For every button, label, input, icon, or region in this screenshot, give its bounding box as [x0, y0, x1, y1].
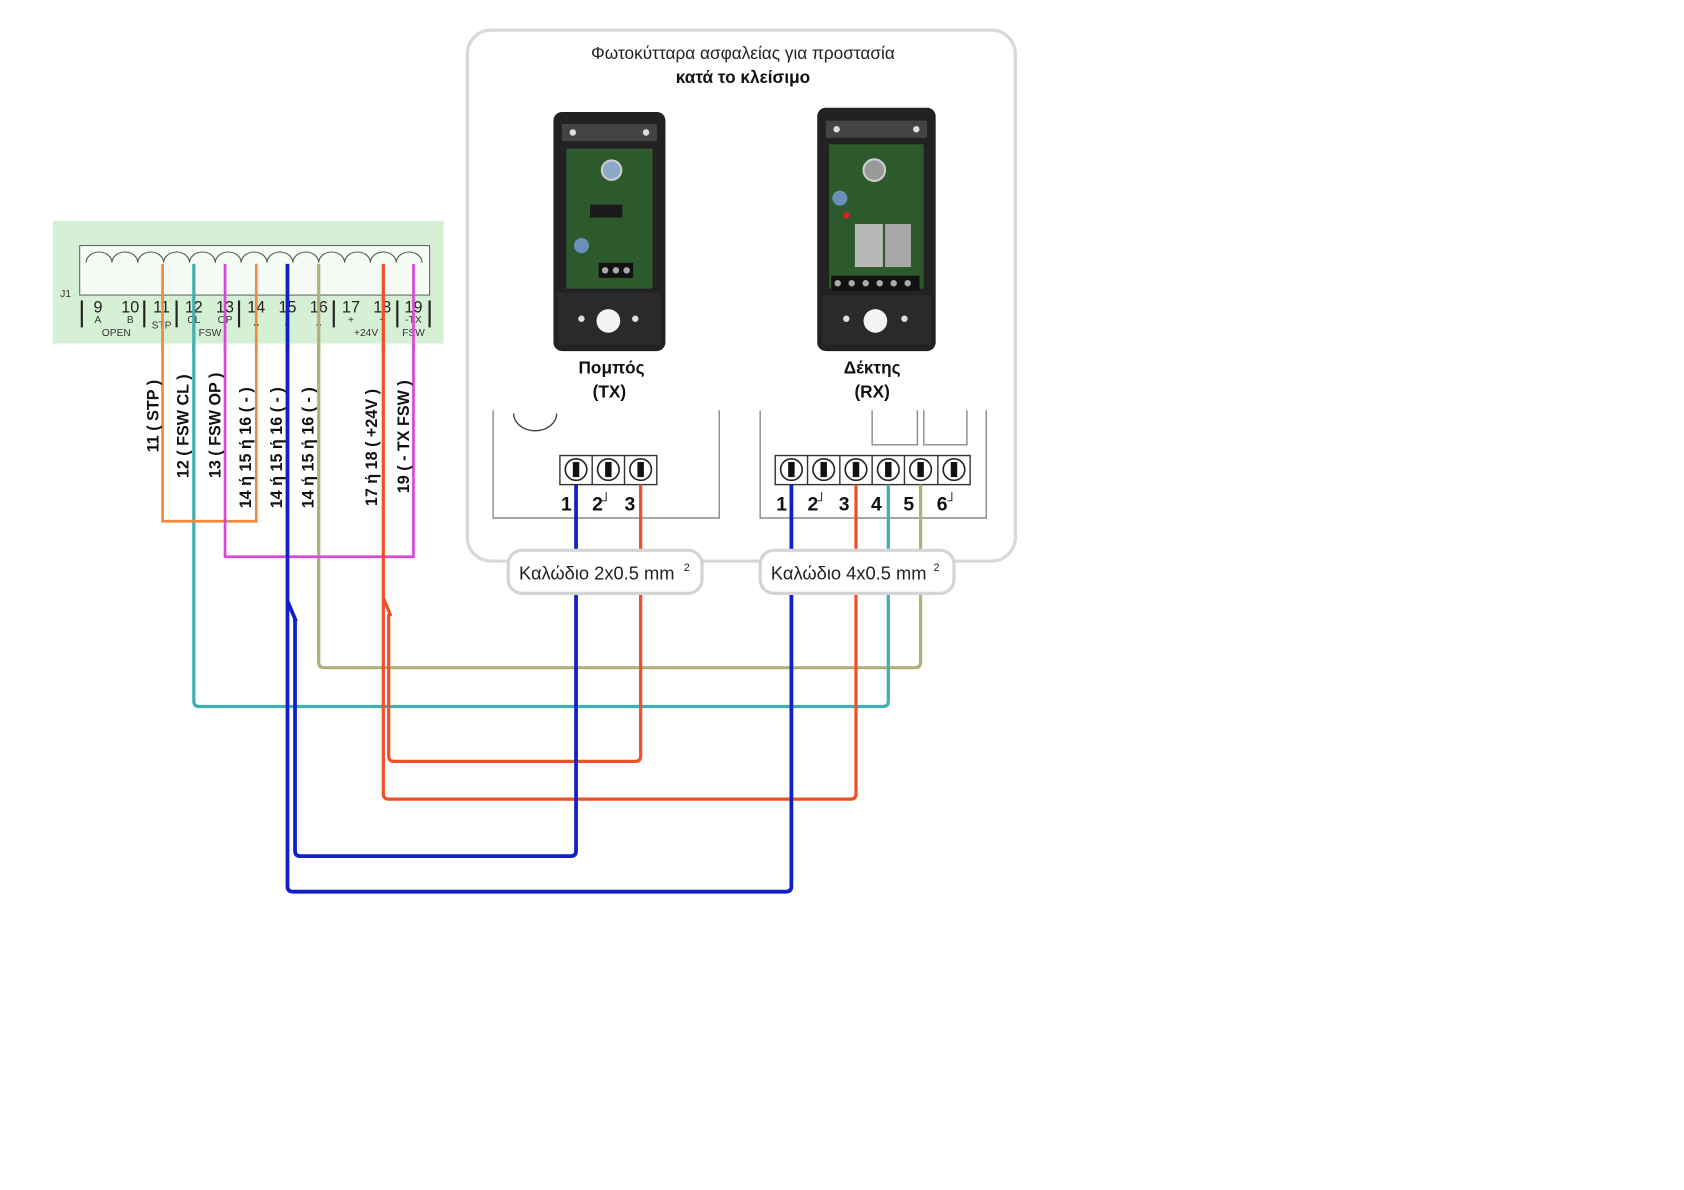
- j1-label: J1: [60, 289, 71, 300]
- wire-blue-tx1: [293, 484, 578, 859]
- tx-cable-superscript: 2: [684, 562, 690, 574]
- transmitter-device-image: [553, 112, 666, 352]
- rx-cable-label: Καλώδιο 4x0.5 mm: [771, 562, 927, 583]
- j1-terminal-17: 17: [342, 298, 360, 316]
- wire-label-minus-a: 14 ή 15 ή 16 ( - ): [237, 387, 255, 508]
- j1-sub-open: OPEN: [102, 328, 131, 339]
- j1-wire-stubs: [161, 263, 415, 350]
- tx-cable-label: Καλώδιο 2x0.5 mm: [519, 562, 675, 583]
- wire-khaki: [317, 263, 923, 670]
- rx-terminal-5: 5: [903, 493, 914, 515]
- wire-magenta-jumper: [223, 263, 415, 559]
- tx-terminal-2: 2: [592, 493, 603, 515]
- rx-terminal-4: 4: [871, 493, 882, 515]
- wire-label-minus-c: 14 ή 15 ή 16 ( - ): [299, 387, 317, 508]
- photocell-subtitle: κατά το κλείσιμο: [676, 67, 810, 87]
- rx-terminal-1: 1: [776, 493, 787, 515]
- receiver-code: (RX): [854, 381, 889, 401]
- j1-terminal-10: 10: [121, 298, 139, 316]
- j1-sub-plus-17: +: [348, 315, 354, 326]
- wire-blue-rx1: [285, 263, 794, 894]
- wire-label-fsw-cl: 12 ( FSW CL ): [174, 374, 192, 478]
- receiver-device-image: [817, 107, 936, 352]
- j1-terminal-9: 9: [93, 298, 102, 316]
- tx-cable-label-box: [506, 548, 704, 595]
- rx-terminal-2: 2: [808, 493, 819, 515]
- wire-red-split: [381, 597, 393, 617]
- j1-sub-a: A: [95, 315, 102, 326]
- wire-label-fsw-op: 13 ( FSW OP ): [207, 373, 225, 479]
- receiver-name: Δέκτης: [844, 358, 901, 378]
- tx-terminal-1: 1: [561, 493, 572, 515]
- j1-sub-fsw: FSW: [199, 328, 222, 339]
- rx-cable-label-box: [758, 548, 956, 595]
- transmitter-code: (TX): [593, 381, 626, 401]
- j1-connector: [52, 220, 444, 344]
- transmitter-name: Πομπός: [579, 358, 645, 378]
- wire-orange-jumper: [161, 263, 258, 523]
- transmitter-terminal-board: [492, 410, 720, 519]
- photocell-title: Φωτοκύτταρα ασφαλείας για προστασία: [591, 43, 895, 63]
- rx-terminal-6: 6: [937, 493, 948, 515]
- tx-terminal-3: 3: [624, 493, 635, 515]
- wire-label-stp: 11 ( STP ): [144, 380, 162, 452]
- wire-red-tx3: [387, 484, 643, 763]
- j1-sub-24v: +24V: [354, 328, 378, 339]
- wire-blue-split: [285, 600, 298, 623]
- wire-label-24v: 17 ή 18 ( +24V ): [363, 389, 381, 506]
- wire-teal: [192, 263, 890, 709]
- j1-sub-b: B: [127, 315, 134, 326]
- wire-red-rx3: [381, 263, 858, 801]
- wire-label-minus-b: 14 ή 15 ή 16 ( - ): [268, 387, 286, 508]
- wire-label-tx-fsw: 19 ( - TX FSW ): [395, 380, 413, 493]
- rx-cable-superscript: 2: [934, 562, 940, 574]
- rx-terminal-3: 3: [839, 493, 850, 515]
- receiver-terminal-board: [759, 410, 987, 519]
